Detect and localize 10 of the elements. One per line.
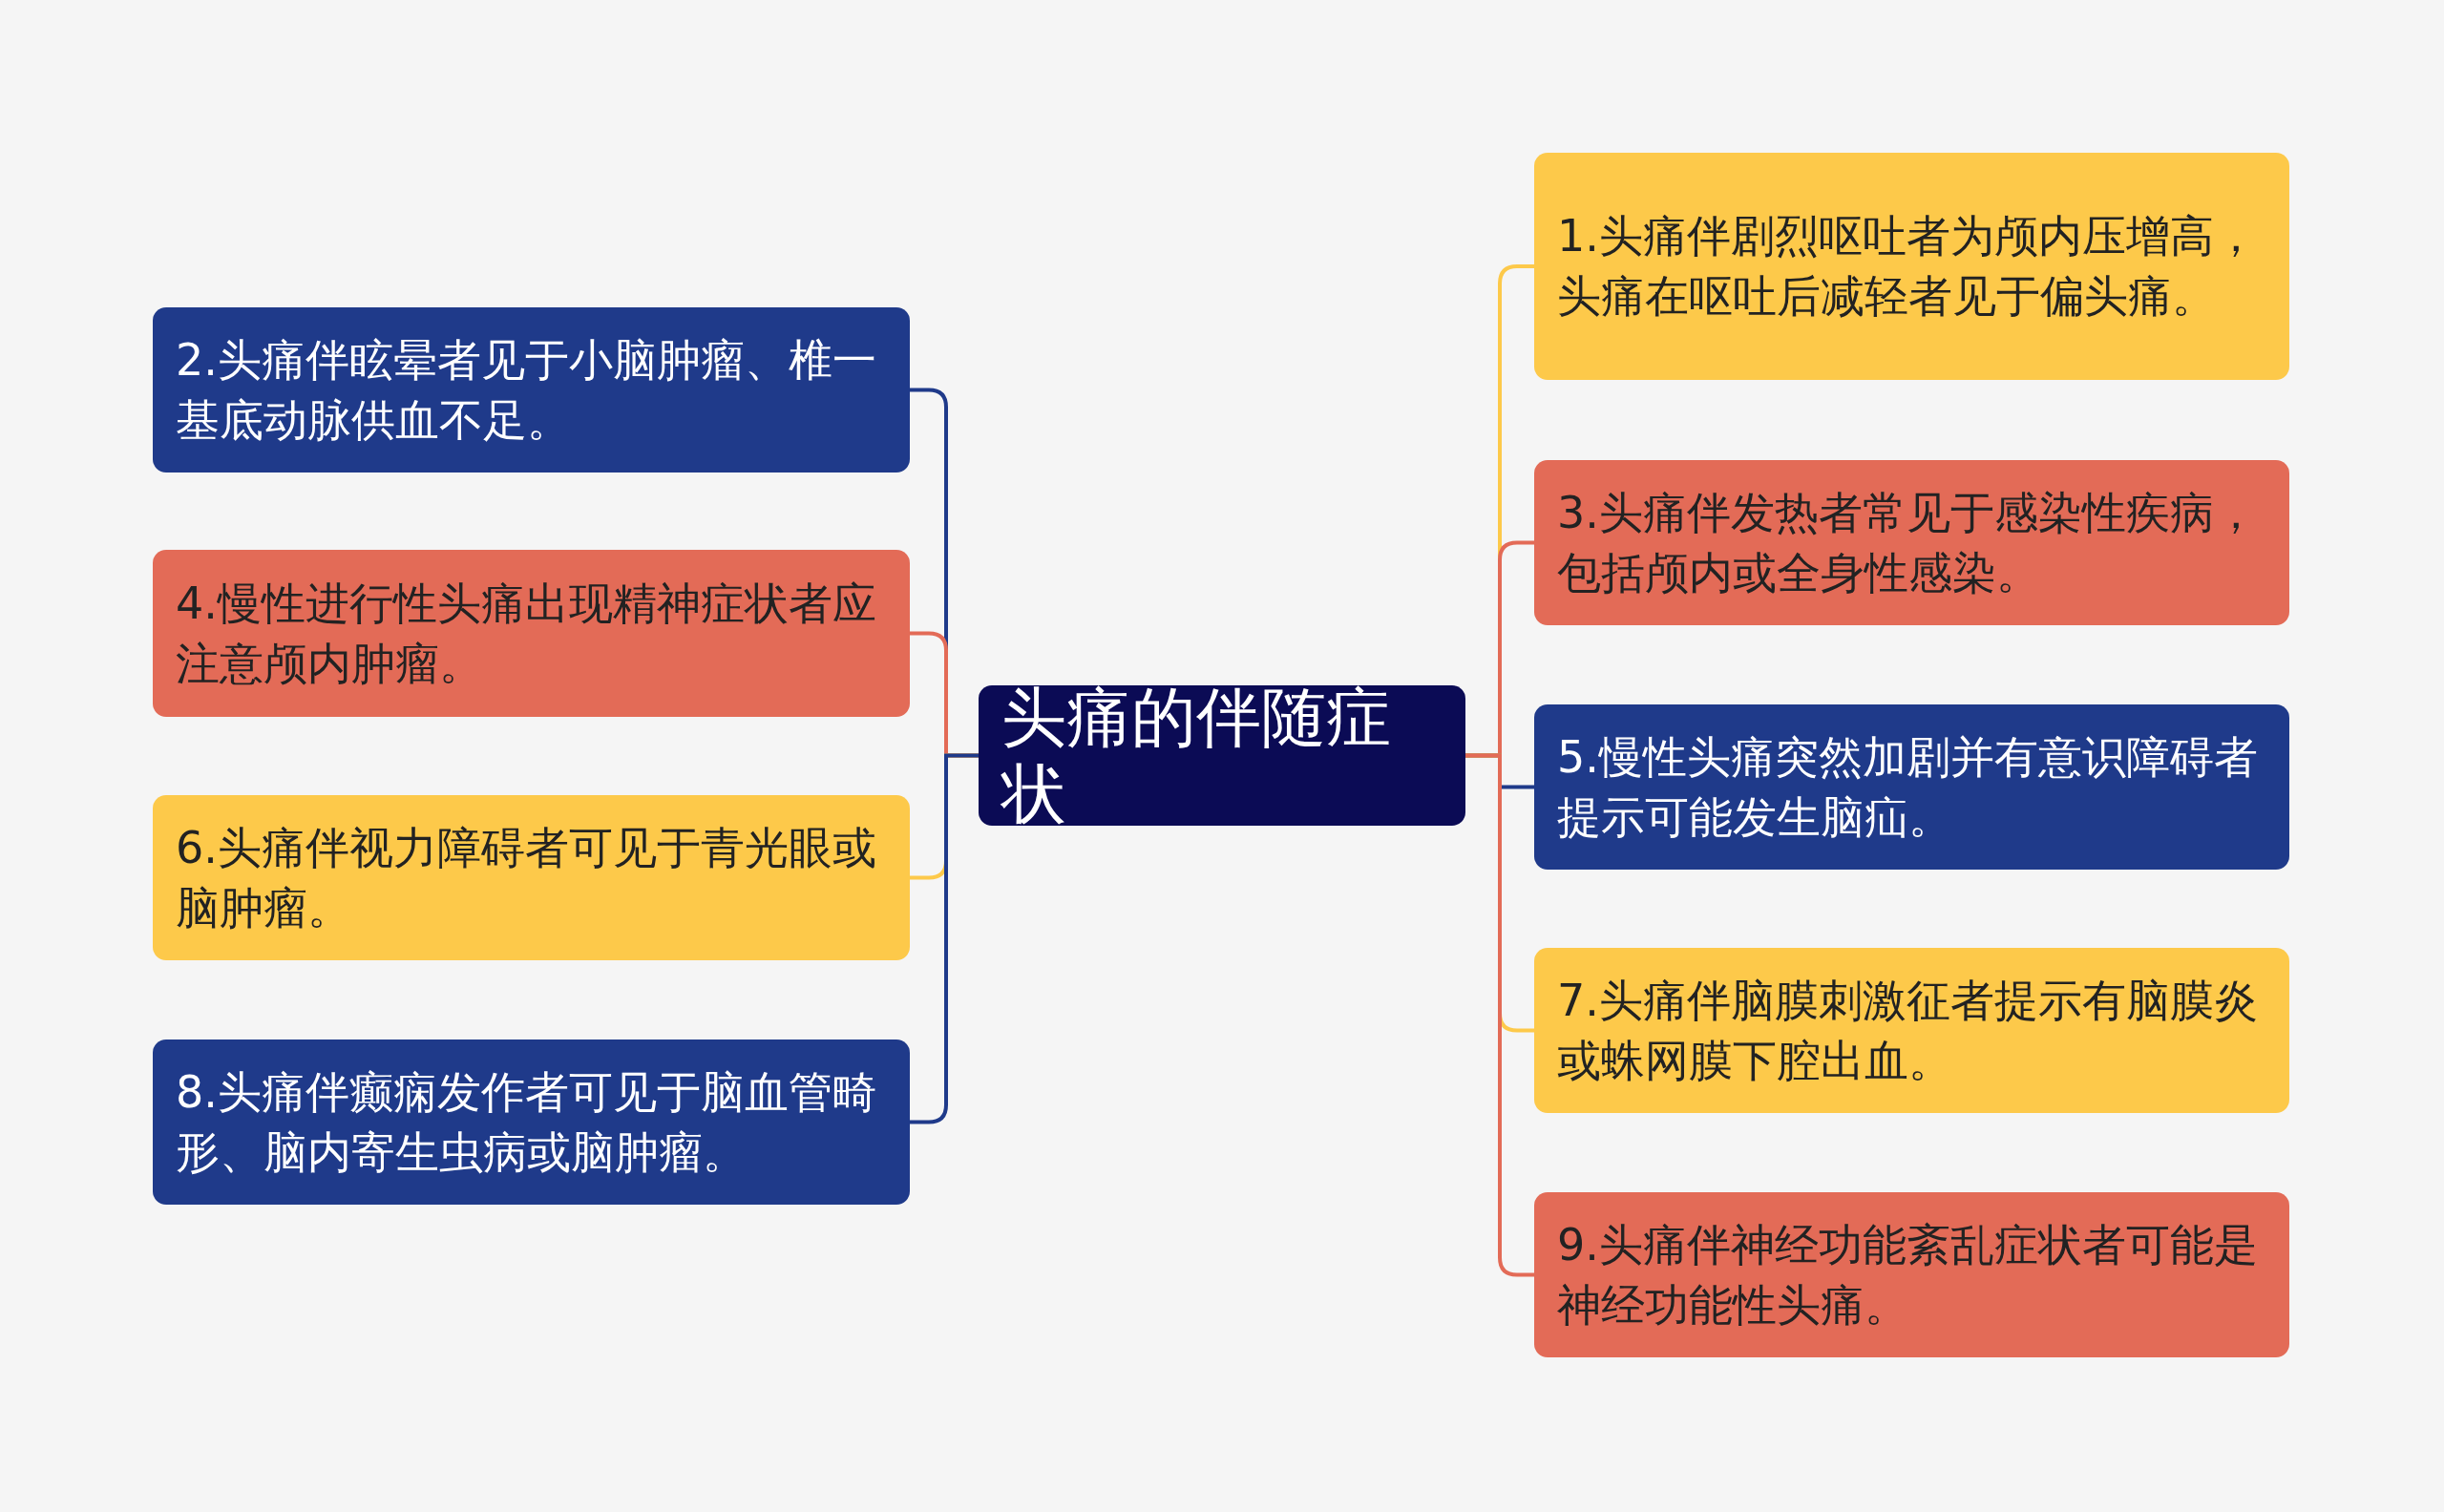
topic-box: 9.头痛伴神经功能紊乱症状者可能是神经功能性头痛。 bbox=[1534, 1192, 2289, 1357]
topic-box: 7.头痛伴脑膜刺激征者提示有脑膜炎或蛛网膜下腔出血。 bbox=[1534, 948, 2289, 1113]
central-topic-box: 头痛的伴随症状 bbox=[979, 685, 1465, 826]
topic-box: 2.头痛伴眩晕者见于小脑肿瘤、椎一基底动脉供血不足。 bbox=[153, 307, 910, 472]
topic-box: 1.头痛伴剧烈呕吐者为颅内压增高，头痛在呕吐后减轻者见于偏头痛。 bbox=[1534, 153, 2289, 380]
topic-box: 3.头痛伴发热者常见于感染性疾病，包括颅内或全身性感染。 bbox=[1534, 460, 2289, 625]
topic-box: 4.慢性进行性头痛出现精神症状者应注意颅内肿瘤。 bbox=[153, 550, 910, 717]
topic-box: 8.头痛伴癫痫发作者可见于脑血管畸形、脑内寄生虫病或脑肿瘤。 bbox=[153, 1040, 910, 1205]
topic-box: 5.慢性头痛突然加剧并有意识障碍者提示可能发生脑疝。 bbox=[1534, 704, 2289, 870]
topic-box: 6.头痛伴视力障碍者可见于青光眼或脑肿瘤。 bbox=[153, 795, 910, 960]
